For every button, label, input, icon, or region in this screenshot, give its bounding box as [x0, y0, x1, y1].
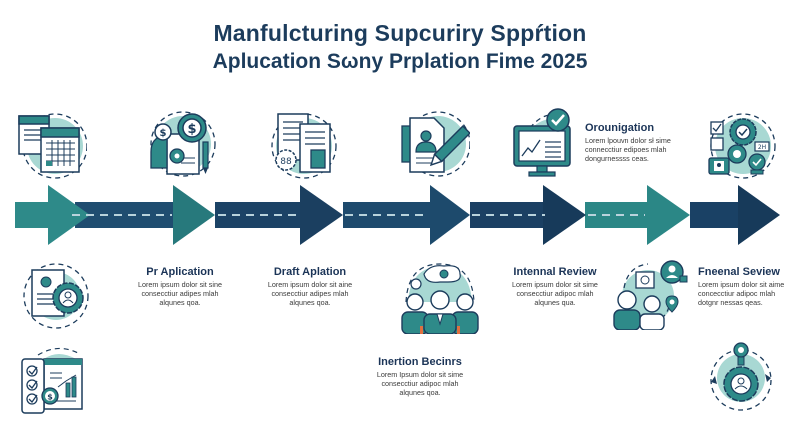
timeline-arrow-5 — [543, 185, 586, 245]
description-line: Lorem ipsum dolor sit aime — [698, 280, 785, 289]
description-line: Lorem ipsum dolor sit sime — [512, 280, 598, 289]
svg-text:$: $ — [47, 393, 53, 402]
monitor-check-icon — [513, 108, 571, 177]
step-description: Lorem ipsum dolor sit sime consecctiur a… — [500, 280, 610, 307]
step-description: Lorem ipsum dolor sit sine consecctiur a… — [125, 280, 235, 307]
timeline-arrow-4 — [430, 185, 470, 245]
timeline-arrow-7 — [738, 185, 780, 245]
description-line: alqunes qoa. — [159, 298, 201, 307]
timeline — [15, 185, 780, 245]
step-description: Lorem ipsum dolor sit aime concecctiur a… — [698, 280, 798, 307]
checklist-finance-icon: $ — [21, 347, 83, 414]
description-line: Lorem lpouvn dolor sł sime — [585, 136, 671, 145]
reviewers-cycle-icon — [613, 260, 688, 330]
documents-icon: 88 — [271, 113, 337, 179]
lightbulb-gear-cycle-icon — [710, 342, 772, 411]
timeline-arrow-2 — [173, 185, 215, 245]
svg-text:$: $ — [160, 128, 167, 139]
description-line: consecctiur adipoc mlah — [516, 289, 594, 298]
applicant-gear-icon — [23, 263, 89, 329]
page-subtitle: Aplucation Sωny Prplation Fime 2025 — [212, 50, 588, 73]
step-description: Lorem ipsum dolor sit aine consecctiur a… — [255, 280, 365, 307]
description-line: consecctiur adipes mlah — [271, 289, 349, 298]
description-line: dongurnessss ceas. — [585, 154, 649, 163]
finance-gear-icon: $ $ — [150, 111, 216, 177]
svg-text:$: $ — [187, 122, 196, 137]
description-line: dotgnr nessas qeas. — [698, 298, 763, 307]
svg-text:2H: 2H — [758, 144, 766, 151]
step-title: Orounigation — [585, 122, 655, 134]
step-title: Pr Aplication — [146, 266, 214, 278]
team-discussion-icon — [401, 263, 479, 334]
description-line: consecctiur adipes mlah — [141, 289, 219, 298]
calendar-icon — [18, 113, 87, 179]
application-form-icon — [401, 111, 470, 177]
step-title: Draft Aplation — [273, 266, 347, 278]
step-final-review: Fneenal Seview Lorem ipsum dolor sit aim… — [698, 266, 798, 307]
step-internal-review: Intennal Review Lorem ipsum dolor sit si… — [500, 266, 610, 307]
description-line: alqunes qua. — [534, 298, 576, 307]
timeline-arrow-6 — [647, 185, 690, 245]
step-pr-aplication: Pr Aplication Lorem ipsum dolor sit sine… — [125, 266, 235, 307]
description-line: concecctiur adipoc mlah — [698, 289, 776, 298]
svg-text:88: 88 — [280, 157, 292, 167]
description-line: alqunes qoa. — [289, 298, 331, 307]
step-title: Intennal Review — [513, 266, 597, 278]
step-orounigation: Orounigation Lorem lpouvn dolor sł sime … — [585, 122, 705, 163]
page-title: Manfulcturing Supcuriry Sppŕtion — [213, 20, 587, 46]
timeline-body-5 — [470, 202, 550, 228]
gears-checklist-icon: 2H — [708, 113, 776, 179]
description-line: consecctiur adipoc mlah — [381, 379, 459, 388]
timeline-arrow-1 — [48, 185, 90, 245]
step-description: Lorem Ipsum dolor sit sime consecctiur a… — [345, 370, 495, 397]
step-description: Lorem lpouvn dolor sł sime connecctiur e… — [585, 136, 705, 163]
description-line: Lorem ipsum dolor sit aine — [267, 280, 353, 289]
step-title: Inertion Becinrs — [378, 356, 462, 368]
description-line: alqunes qoa. — [399, 388, 441, 397]
description-line: Lorem ipsum dolor sit sine — [138, 280, 222, 289]
step-draft-aplation: Draft Aplation Lorem ipsum dolor sit ain… — [255, 266, 365, 307]
description-line: Lorem Ipsum dolor sit sime — [376, 370, 464, 379]
timeline-arrow-3 — [300, 185, 343, 245]
description-line: connecctiur edipoes mlah — [585, 145, 667, 154]
step-insertion-begins: Inertion Becinrs Lorem Ipsum dolor sit s… — [345, 356, 495, 397]
step-title: Fneenal Seview — [698, 266, 780, 278]
